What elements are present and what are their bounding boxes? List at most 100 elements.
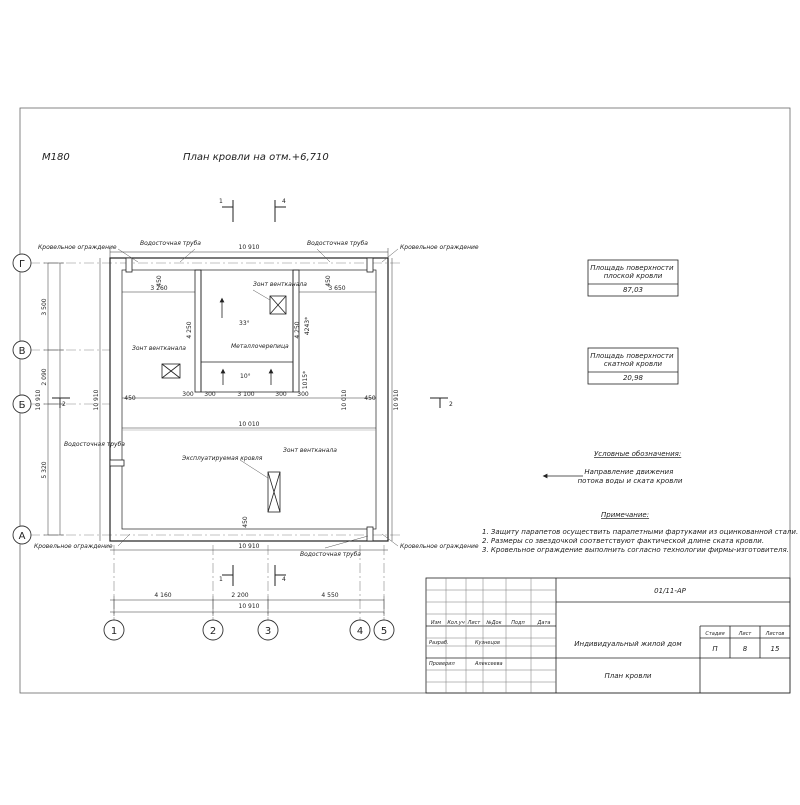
dim-inner-300-c: 300 [275,391,287,398]
area-flat-label: Площадь поверхности плоской кровли [590,264,676,280]
section-mark-bottom [222,565,286,586]
col-axis-1: 1 [111,626,117,637]
label-guard-top-right: Кровельное ограждение [400,244,479,251]
tb-sheet-h: Лист [738,631,753,637]
dim-right-10910: 10 910 [393,389,400,410]
dim-bottom-total-inner: 10 910 [239,543,260,550]
dim-1015-star: 1015* [302,371,309,389]
tb-role-1: Разраб. [429,640,449,646]
dim-bottom [110,549,388,616]
label-guard-bottom-right: Кровельное ограждение [400,543,479,550]
tb-h-izm: Изм [431,620,441,626]
label-vent-left: Зонт вентканала [132,345,186,352]
scale-label: М180 [42,152,70,163]
tb-sheets: 15 [771,645,780,653]
label-slope-33: 33° [239,320,250,327]
vent-umbrella-left [161,363,181,379]
dim-450-b: 450 [325,275,332,287]
area-pitched-value: 20,98 [623,374,644,382]
slope-arrows [219,297,274,385]
leaders [117,248,399,549]
label-drain-bottom-right: Водосточная труба [300,551,361,558]
col-axis-5: 5 [381,626,387,637]
row-axis-lines [30,262,400,536]
vent-umbrella-top [269,295,287,315]
tb-sheet-name: План кровли [605,672,652,680]
label-drain-left: Водосточная труба [64,441,125,448]
label-vent-top: Зонт вентканала [253,281,307,288]
dim-bot-4160: 4 160 [154,592,171,599]
dim-side-5320: 5 320 [41,461,48,478]
label-vent-mid: Зонт вентканала [283,447,337,454]
row-axis-b: Б [19,400,26,411]
label-slope-10: 10° [240,373,251,380]
dim-top-total: 10 910 [239,244,260,251]
dim-4250-left: 4 250 [186,321,193,338]
dim-inner-300-d: 300 [297,391,309,398]
tb-code: 01/11-АР [654,587,686,595]
dim-left-10910: 10 910 [93,389,100,410]
section-mark-top-left: 1 [219,198,223,205]
dim-bot-10910: 10 910 [239,603,260,610]
dim-side-10910: 10 910 [35,389,42,410]
tb-h-doc: №Док [485,620,501,626]
label-guard-bottom-left: Кровельное ограждение [34,543,113,550]
dim-inner-3100: 3 100 [237,391,254,398]
area-box-flat [587,259,679,297]
label-guard-top-left: Кровельное ограждение [38,244,117,251]
title-block [425,577,791,694]
dim-top-right: 3 650 [328,285,345,292]
roof-outline [109,257,389,542]
tb-h-sign: Подп [511,620,525,626]
tb-role-2: Проверил [429,661,455,667]
section-mark-top [222,200,286,222]
section-mark-top-right: 4 [282,198,286,205]
tb-stage-h: Стадия [705,631,724,637]
notes-title: Примечание: [601,511,649,519]
dim-4243-star: 4243* [304,317,311,335]
note-2: 2. Размеры со звездочкой соответствуют ф… [482,537,764,545]
tb-stage: П [712,645,718,653]
row-bubbles [12,253,32,545]
dim-side-3500: 3 500 [41,298,48,315]
section-mark-bottom-left: 1 [219,576,223,583]
area-flat-value: 87,03 [623,286,643,294]
drawing-title: План кровли на отм.+6,710 [183,152,329,163]
dim-inner-300-b: 300 [204,391,216,398]
note-3: 3. Кровельное ограждение выполнить согла… [482,546,789,554]
dim-side-2090: 2 090 [41,368,48,385]
column-bubbles [103,619,395,641]
dim-top [109,248,389,429]
tb-project: Индивидуальный жилой дом [574,640,682,648]
section-side-left: 2 [62,401,66,408]
dim-left-450: 450 [124,395,136,402]
label-drain-top-right: Водосточная труба [307,240,368,247]
tb-sheet: 8 [743,645,748,653]
col-axis-4: 4 [357,626,363,637]
dim-450-a: 450 [156,275,163,287]
section-mark-bottom-right: 4 [282,576,286,583]
dim-top-left: 3 260 [150,285,167,292]
dim-inner-10010-v: 10 010 [341,389,348,410]
legend-item: Направление движения потока воды и ската… [578,468,683,485]
dim-bot-4550: 4 550 [321,592,338,599]
section-side-right: 2 [449,401,453,408]
label-exploited-roof: Эксплуатируемая кровля [181,455,263,462]
area-pitched-label: Площадь поверхности скатной кровли [590,352,676,368]
row-axis-v: В [19,346,26,357]
row-axis-a: А [19,531,26,542]
legend-title: Условные обозначения: [594,450,681,458]
dim-right-450: 450 [364,395,376,402]
label-drain-top-left: Водосточная труба [140,240,201,247]
downpipe-markers [109,257,374,542]
tb-sheets-h: Листов [765,631,785,637]
area-box-pitched [587,347,679,385]
row-axis-g: Г [19,259,25,270]
tb-name-2: Алексеева [474,661,503,667]
vent-umbrella-mid [267,471,281,513]
tb-h-list: Лист [467,620,482,626]
dim-4250-right: 4 250 [294,321,301,338]
col-axis-3: 3 [265,626,271,637]
label-metal-tile: Металлочерепица [231,343,289,350]
